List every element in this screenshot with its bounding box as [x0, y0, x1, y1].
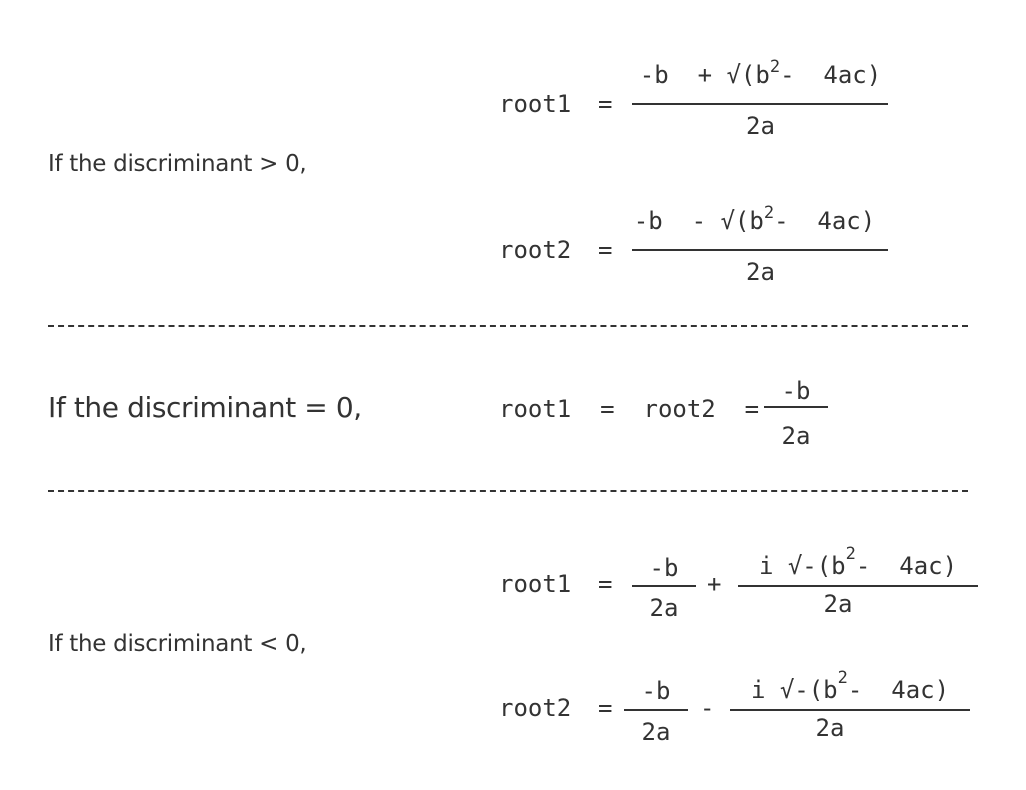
imaginary-numerator: i √-(b2- 4ac) [730, 668, 970, 704]
lhs-root2: root2 [499, 694, 572, 722]
denominator: 2a [746, 258, 775, 286]
superscript: 2 [769, 57, 781, 77]
lhs-root1: root1 [499, 570, 572, 598]
fraction-bar [632, 249, 888, 251]
numerator: -b + √(b2- 4ac) [633, 57, 888, 89]
fraction-bar [632, 585, 696, 587]
numerator-part: - 4ac) [774, 207, 876, 235]
denominator: 2a [746, 112, 775, 140]
superscript: 2 [763, 203, 775, 223]
superscript: 2 [837, 668, 848, 688]
real-numerator: -b [641, 677, 671, 705]
lhs-root2: root2 [499, 236, 572, 264]
equals-sign: = [598, 694, 613, 722]
fraction-bar [632, 103, 888, 105]
condition-negative: If the discriminant < 0, [48, 631, 307, 657]
lhs-root1-root2: root1 = root2 = [499, 395, 760, 423]
plus-sign: + [707, 570, 722, 598]
condition-positive: If the discriminant > 0, [48, 151, 307, 177]
numerator: -b - √(b2- 4ac) [627, 203, 882, 235]
fraction-bar [738, 585, 978, 587]
numerator-part: - 4ac) [847, 676, 950, 704]
section-divider [48, 325, 968, 327]
condition-zero: If the discriminant = 0, [48, 391, 362, 424]
numerator-part: i √-(b [758, 552, 846, 580]
superscript: 2 [845, 544, 856, 564]
numerator-part: -b - √(b [633, 207, 764, 235]
minus-sign: - [700, 694, 715, 722]
real-denominator: 2a [649, 594, 679, 622]
equals-sign: = [598, 236, 613, 264]
real-numerator: -b [649, 554, 679, 582]
fraction-bar [624, 709, 688, 711]
numerator-part: -b + √(b [639, 61, 770, 89]
numerator-part: - 4ac) [780, 61, 882, 89]
denominator: 2a [781, 422, 811, 450]
real-denominator: 2a [641, 718, 671, 746]
numerator-part: - 4ac) [855, 552, 958, 580]
fraction-bar [730, 709, 970, 711]
fraction-bar [764, 406, 828, 408]
equals-sign: = [598, 90, 613, 118]
imaginary-denominator: 2a [823, 590, 853, 618]
section-divider [48, 490, 968, 492]
equals-sign: = [598, 570, 613, 598]
numerator: -b [781, 377, 811, 405]
imaginary-numerator: i √-(b2- 4ac) [738, 544, 978, 580]
imaginary-denominator: 2a [815, 714, 845, 742]
numerator-part: i √-(b [750, 676, 838, 704]
lhs-root1: root1 [499, 90, 572, 118]
